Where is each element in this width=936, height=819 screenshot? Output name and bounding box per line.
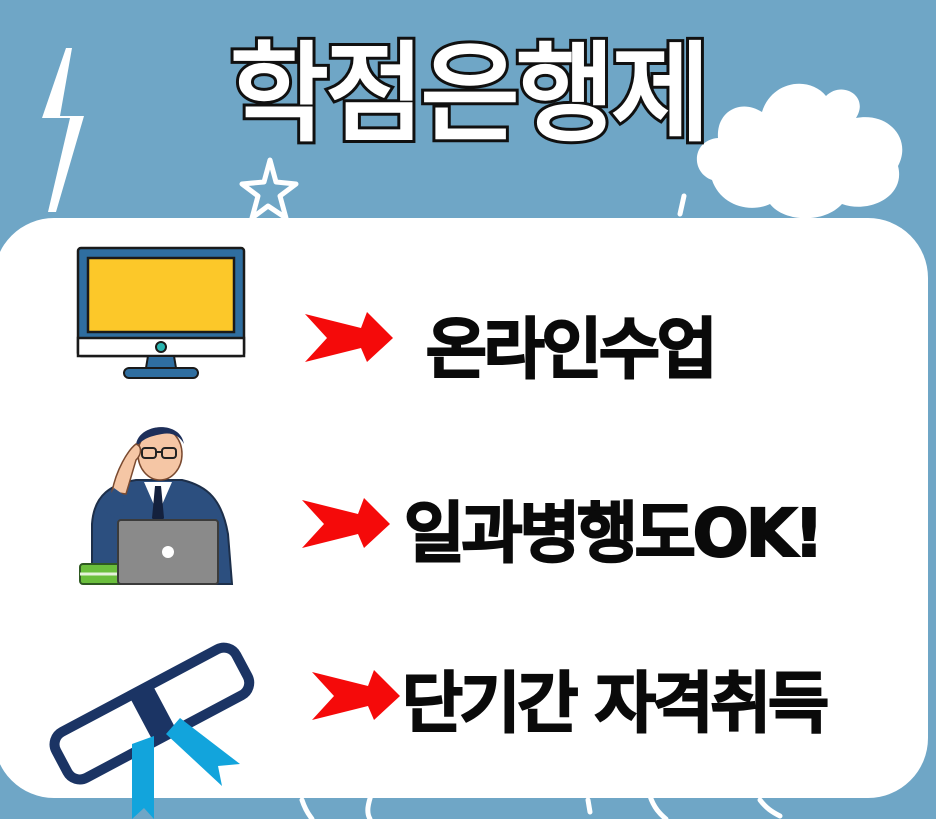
working-man-laptop-icon	[79, 427, 234, 585]
list-item-short-term-certification: 단기간 자격취득	[0, 600, 936, 819]
diploma-scroll-icon	[49, 642, 255, 819]
arrow-right-icon	[305, 312, 393, 362]
lightning-icon	[42, 48, 84, 212]
item-label: 온라인수업	[425, 310, 719, 389]
page-title: 학점은행제	[227, 29, 714, 160]
list-item-work-study: 일과병행도OK!	[0, 414, 936, 585]
item-label: 단기간 자격취득	[401, 664, 830, 743]
arrow-right-icon	[312, 670, 400, 720]
monitor-icon	[76, 246, 246, 379]
star-icon	[239, 157, 299, 221]
list-item-online-class: 온라인수업	[0, 236, 936, 389]
item-label: 일과병행도OK!	[403, 494, 825, 573]
cloud-icon	[696, 83, 903, 219]
arrow-right-icon	[302, 498, 390, 548]
